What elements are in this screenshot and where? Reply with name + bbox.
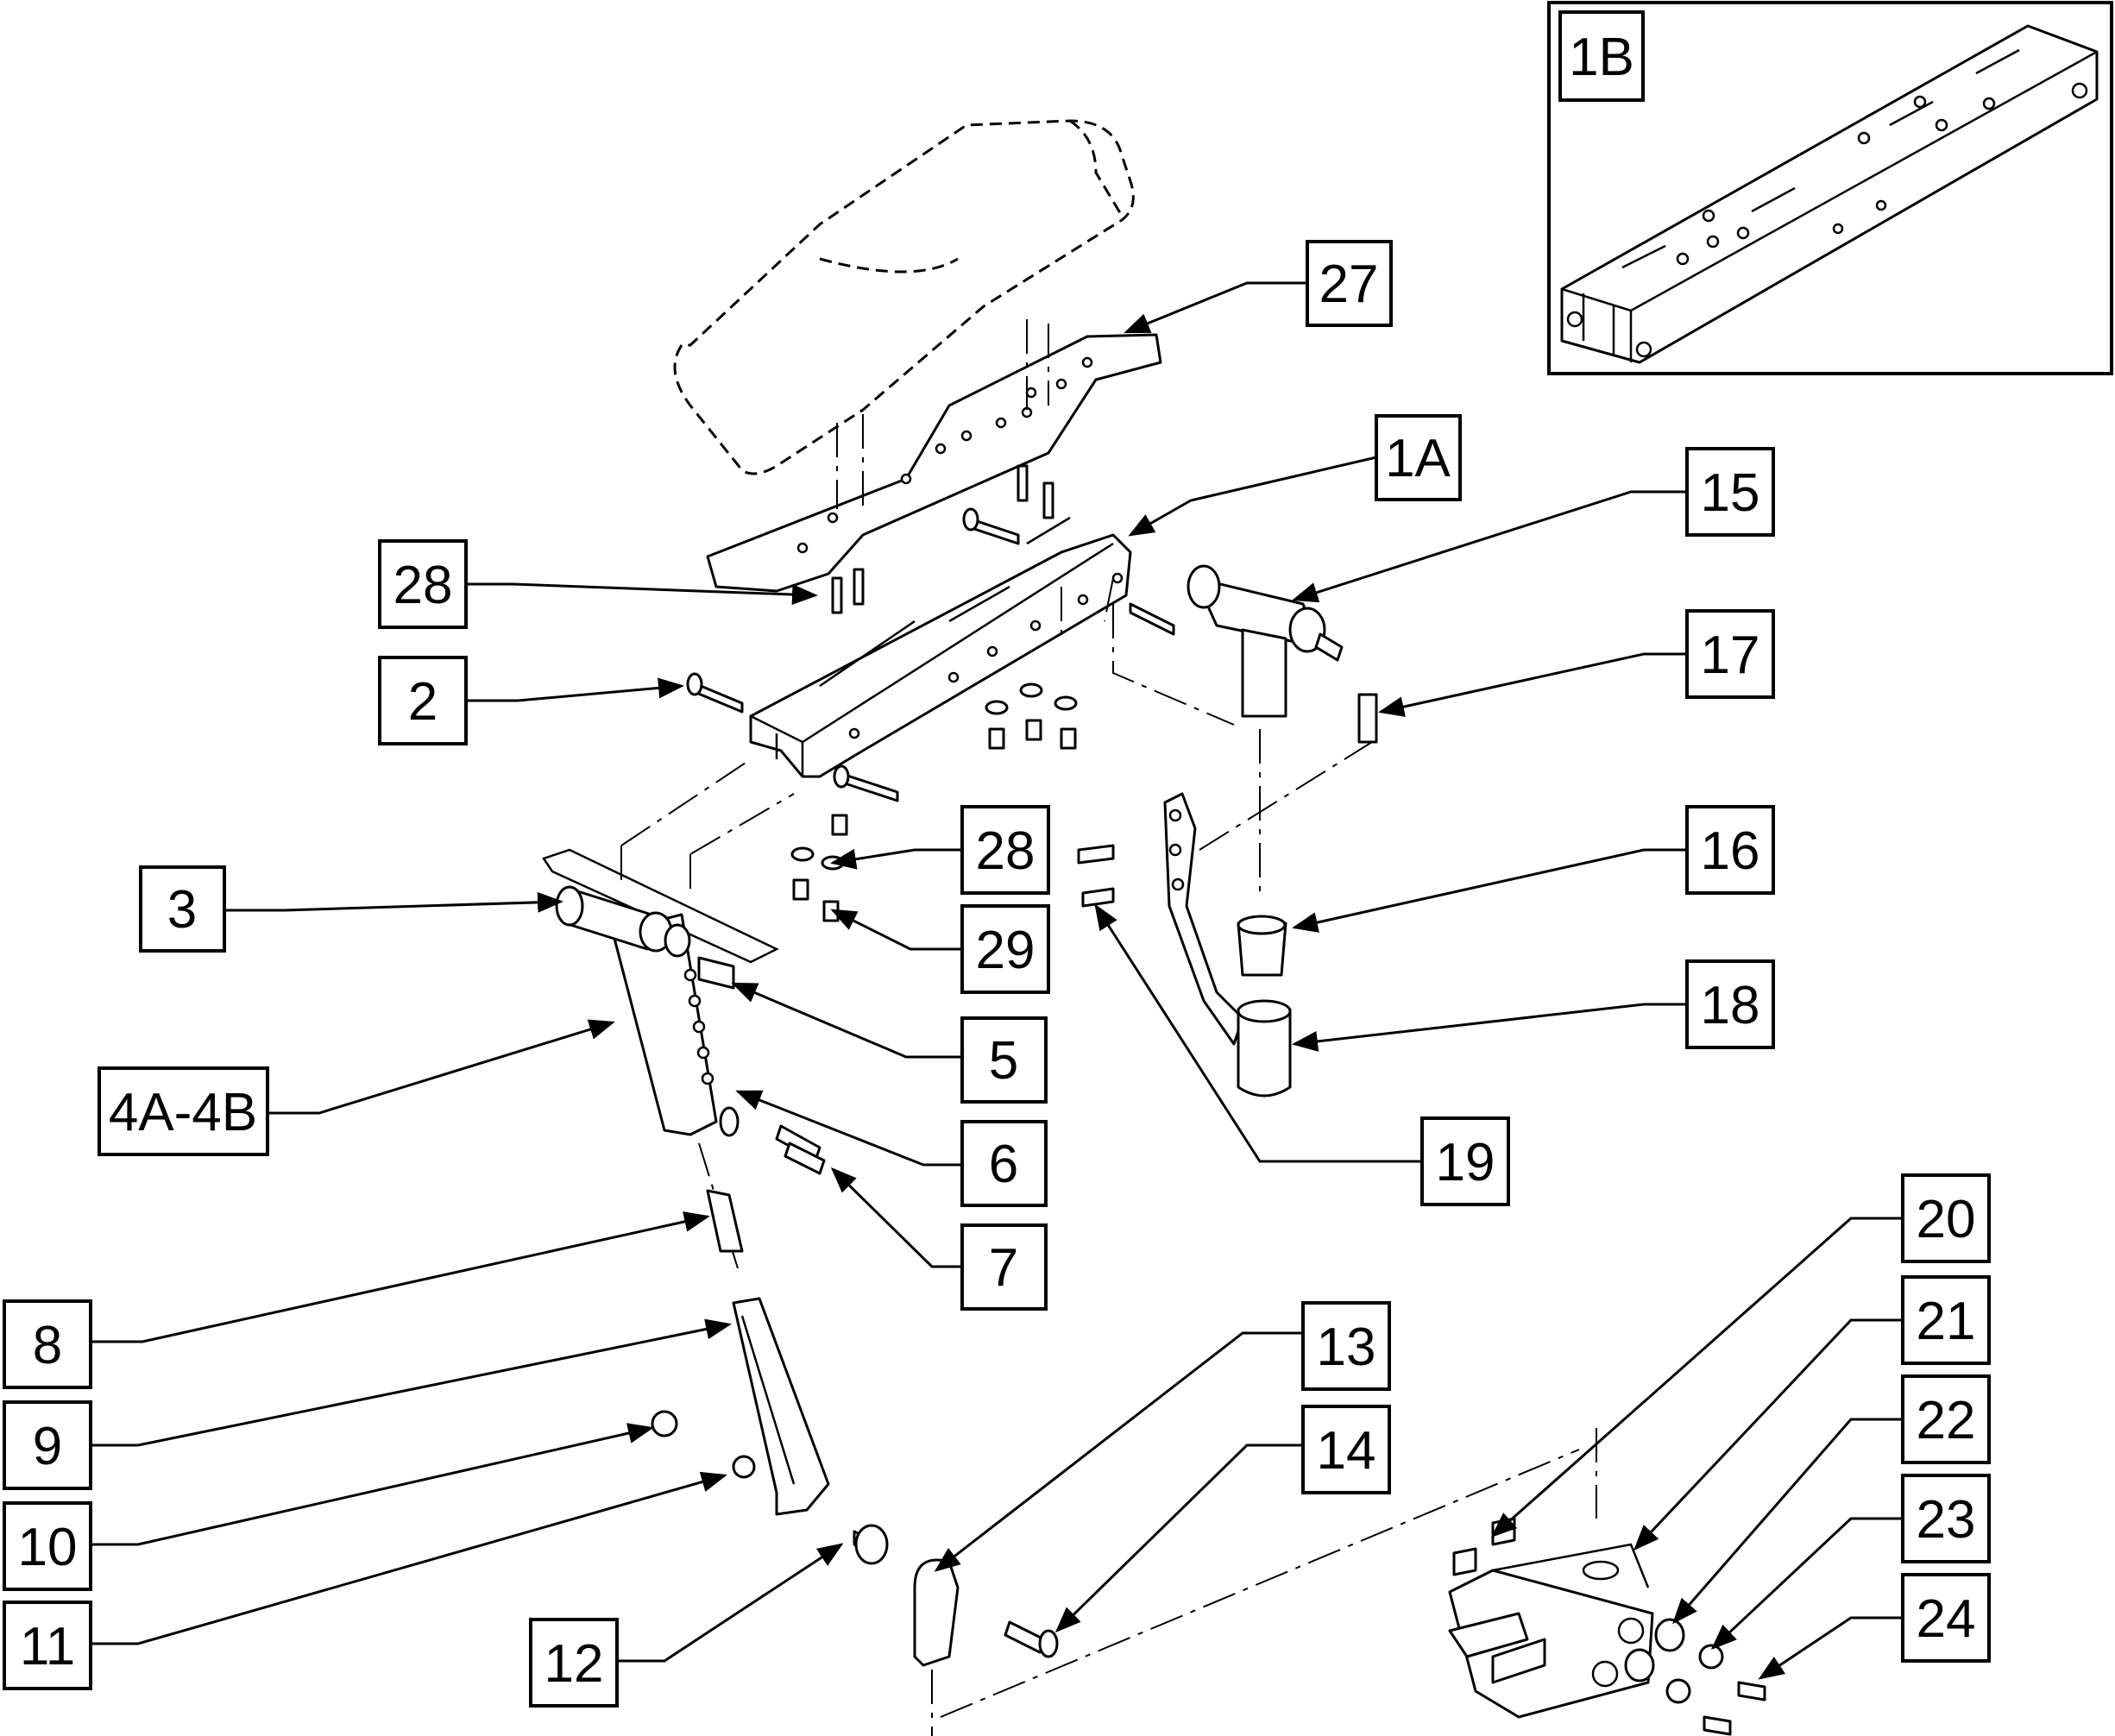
lock-block-assembly <box>1448 1428 1766 1736</box>
callout-17: 17 <box>1685 609 1775 699</box>
callout-10: 10 <box>3 1501 92 1591</box>
arm-pad-outline <box>673 119 1135 475</box>
callout-9-label: 9 <box>33 1417 62 1476</box>
arm-channel-1a <box>749 516 1132 778</box>
callout-4a-4b: 4A-4B <box>98 1066 269 1156</box>
callout-21-label: 21 <box>1917 1292 1976 1351</box>
callout-13: 13 <box>1301 1301 1391 1391</box>
callout-5-label: 5 <box>989 1031 1018 1091</box>
receiver-assembly <box>1077 564 1378 1098</box>
callout-2: 2 <box>378 656 468 745</box>
callout-19-label: 19 <box>1436 1133 1495 1192</box>
callout-13-label: 13 <box>1317 1318 1376 1377</box>
callout-8: 8 <box>3 1299 92 1389</box>
callout-1a-label: 1A <box>1385 429 1451 488</box>
callout-23-label: 23 <box>1917 1490 1976 1550</box>
callout-22: 22 <box>1901 1374 1991 1464</box>
callout-6: 6 <box>960 1120 1048 1207</box>
callout-10-label: 10 <box>18 1518 78 1577</box>
callout-9: 9 <box>3 1400 92 1490</box>
callout-20: 20 <box>1901 1173 1991 1263</box>
arm-plate <box>706 319 1162 593</box>
callout-3: 3 <box>139 865 226 953</box>
callout-7: 7 <box>960 1223 1048 1311</box>
callout-28: 28 <box>960 805 1050 895</box>
callout-28-label: 28 <box>976 821 1035 881</box>
callout-2-label: 2 <box>408 672 437 732</box>
callout-16-label: 16 <box>1701 821 1760 881</box>
pivot-assembly <box>542 758 826 1175</box>
callout-29-label: 29 <box>976 921 1035 980</box>
seat-channel-1b <box>1560 24 2099 364</box>
callout-24: 24 <box>1901 1573 1991 1663</box>
callout-16: 16 <box>1685 805 1775 895</box>
callout-24-label: 24 <box>1917 1589 1976 1649</box>
callout-21: 21 <box>1901 1275 1991 1365</box>
callout-26-label: 27 <box>1319 255 1379 314</box>
callout-19: 19 <box>1420 1116 1510 1206</box>
callout-14: 14 <box>1301 1405 1391 1494</box>
callout-15-label: 15 <box>1701 463 1760 523</box>
callout-27-label: 28 <box>393 556 453 615</box>
callout-15: 15 <box>1685 447 1775 537</box>
callout-14-label: 14 <box>1317 1421 1376 1481</box>
inset-label: 1B <box>1569 28 1634 87</box>
channel-screws <box>686 464 1175 922</box>
callout-29: 29 <box>960 904 1050 994</box>
callout-7-label: 7 <box>989 1238 1018 1298</box>
leader-lines <box>91 281 1903 1680</box>
callout-5: 5 <box>960 1016 1048 1104</box>
callout-18-label: 18 <box>1701 976 1760 1035</box>
callout-6-label: 6 <box>989 1135 1018 1194</box>
callout-12-label: 12 <box>544 1634 604 1694</box>
callout-12: 12 <box>529 1618 619 1708</box>
callout-27: 28 <box>378 539 468 629</box>
callout-17-label: 17 <box>1701 626 1760 685</box>
callout-3-label: 3 <box>167 880 197 940</box>
inset-1b: 1B <box>1547 1 2113 375</box>
callout-8-label: 8 <box>33 1316 62 1375</box>
callout-22-label: 22 <box>1917 1391 1976 1450</box>
callout-4a-4b-label: 4A-4B <box>109 1083 257 1142</box>
callout-23: 23 <box>1901 1474 1991 1563</box>
callout-11: 11 <box>3 1601 92 1690</box>
callout-20-label: 20 <box>1917 1190 1976 1249</box>
callout-11-label: 11 <box>20 1617 75 1676</box>
callout-1a: 1A <box>1375 414 1462 501</box>
callout-18: 18 <box>1685 959 1775 1049</box>
release-lever <box>651 1142 1580 1736</box>
callout-26: 27 <box>1306 240 1393 327</box>
